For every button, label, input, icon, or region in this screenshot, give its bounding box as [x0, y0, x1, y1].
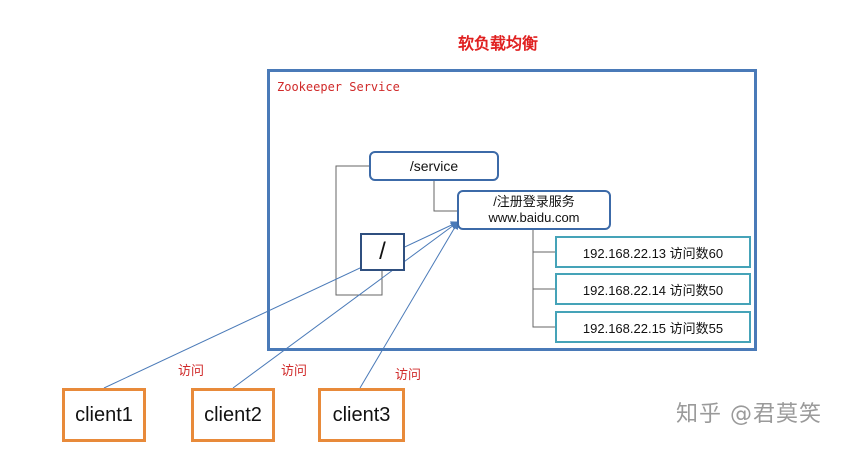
tree-connector-service-login	[433, 181, 457, 212]
client-1-label: client1	[75, 403, 133, 426]
diagram-title: 软负载均衡	[457, 34, 538, 53]
server-node-1: 192.168.22.13 访问数60	[555, 236, 751, 268]
client-3-label: client3	[332, 403, 391, 426]
node-login-label: /注册登录服务	[493, 194, 575, 209]
edge-label-client1: 访问	[178, 364, 205, 379]
client-box-1: client1	[62, 388, 146, 442]
tree-connector-login-servers	[532, 230, 555, 328]
client-box-2: client2	[191, 388, 275, 442]
node-root: /	[360, 233, 405, 271]
server-node-1-label: 192.168.22.13 访问数60	[582, 245, 724, 261]
server-node-2: 192.168.22.14 访问数50	[555, 273, 751, 305]
client-2-label: client2	[204, 403, 262, 426]
server-node-3-label: 192.168.22.15 访问数55	[582, 320, 724, 336]
zookeeper-service-label: Zookeeper Service	[277, 80, 400, 94]
node-service: /service	[369, 151, 499, 181]
access-arrow-client3	[359, 221, 459, 389]
node-login-service: /注册登录服务 www.baidu.com	[457, 190, 611, 230]
access-arrow-client2	[232, 221, 459, 389]
node-root-label: /	[379, 238, 386, 265]
watermark: 知乎 @君莫笑	[676, 402, 822, 427]
edge-label-client2: 访问	[281, 364, 308, 379]
server-node-3: 192.168.22.15 访问数55	[555, 311, 751, 343]
edge-label-client3: 访问	[395, 368, 422, 383]
zookeeper-service-box	[267, 69, 757, 351]
server-node-2-label: 192.168.22.14 访问数50	[582, 282, 724, 298]
node-service-label: /service	[409, 158, 459, 174]
tree-connector-service-root	[335, 165, 383, 296]
node-login-url: www.baidu.com	[488, 210, 580, 225]
client-box-3: client3	[318, 388, 405, 442]
